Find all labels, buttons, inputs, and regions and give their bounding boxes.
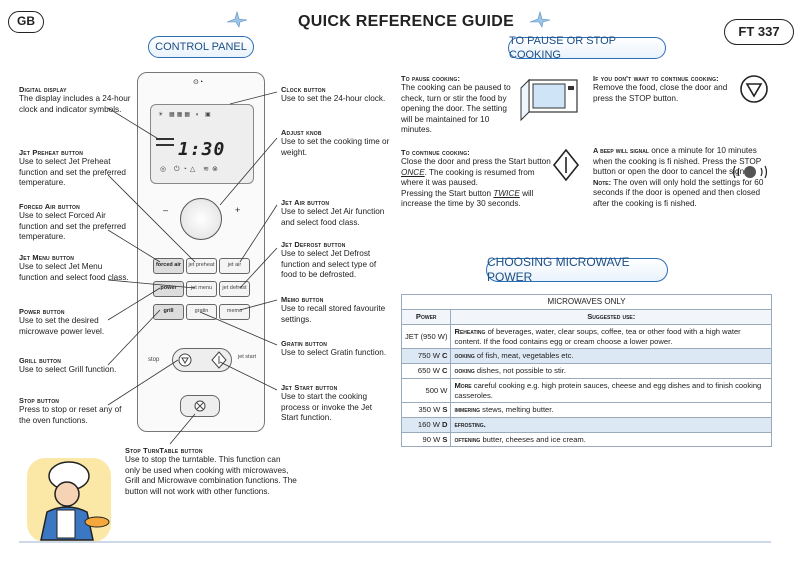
plus-label: +	[235, 205, 241, 215]
display-bottom-icons: ◎ ⏻◔△ ≋⊗	[160, 166, 221, 173]
star-decoration-icon	[528, 10, 552, 32]
table-row: 160 W D efrosting.	[400, 416, 772, 433]
jet-preheat-button[interactable]: jet preheat	[186, 258, 217, 274]
beep-signal-icon	[731, 163, 769, 185]
star-decoration-icon	[225, 10, 249, 32]
continue-block: To continue cooking: Close the door and …	[401, 148, 551, 209]
table-header-power: Power	[400, 309, 452, 325]
table-row: 650 W C ooking dishes, not possible to s…	[400, 363, 772, 379]
turntable-icon	[194, 400, 206, 412]
beep-block: A beep will signal once a minute for 10 …	[593, 146, 764, 208]
table-row: JET (950 W) Reheating of beverages, wate…	[400, 323, 772, 350]
stop-icon	[178, 353, 192, 371]
choosing-power-heading: CHOOSING MICROWAVE POWER	[486, 255, 668, 284]
jet-air-button[interactable]: jet air	[219, 258, 250, 274]
once-emphasis: ONCE	[401, 167, 425, 177]
language-badge: GB	[8, 11, 44, 33]
jet-start-text: jet start	[237, 354, 257, 360]
microwave-power-table: MICROWAVES ONLY Power Suggested use: JET…	[400, 293, 772, 448]
display-bars-icon	[156, 138, 174, 146]
stop-symbol-icon	[739, 74, 769, 108]
pause-stop-heading: TO PAUSE OR STOP COOKING	[508, 35, 666, 61]
display-symbols-icon: ☀ ▦▦▦ ◐ ▣	[158, 112, 213, 118]
control-panel-heading: CONTROL PANEL	[148, 36, 254, 58]
start-icon	[211, 351, 227, 373]
clock-icon[interactable]: ⊙◔	[193, 79, 204, 86]
stop-turntable-button[interactable]	[180, 395, 220, 417]
dont-continue-block: If you don't want to continue cooking:Re…	[593, 74, 728, 103]
stop-text: stop	[148, 357, 160, 363]
table-row: 90 W S oftening butter, cheeses and ice …	[400, 431, 772, 448]
table-row: 500 W More careful cooking e.g. high pro…	[400, 377, 772, 404]
table-row: 350 W S immering stews, melting butter.	[400, 402, 772, 418]
jet-menu-button[interactable]: jet menu	[186, 281, 217, 297]
minus-label: –	[163, 205, 169, 215]
memo-button[interactable]: memo	[219, 304, 250, 320]
twice-emphasis: TWICE	[493, 188, 520, 198]
chef-illustration	[17, 450, 117, 550]
page-title: QUICK REFERENCE GUIDE	[298, 13, 515, 30]
adjust-knob[interactable]	[180, 198, 222, 240]
table-header-use: Suggested use:	[450, 309, 772, 325]
table-caption: MICROWAVES ONLY	[401, 293, 772, 311]
model-badge: FT 337	[724, 19, 794, 45]
open-oven-icon	[519, 74, 585, 128]
grill-button[interactable]: grill	[153, 304, 184, 320]
table-row: 750 W C ooking of fish, meat, vegetables…	[400, 348, 772, 365]
pause-block: To pause cooking:The cooking can be paus…	[401, 74, 511, 135]
display-time: 1:30	[178, 139, 226, 160]
forced-air-button[interactable]: forced air	[153, 258, 184, 274]
start-symbol-icon	[552, 148, 580, 186]
bottom-divider	[19, 541, 771, 543]
